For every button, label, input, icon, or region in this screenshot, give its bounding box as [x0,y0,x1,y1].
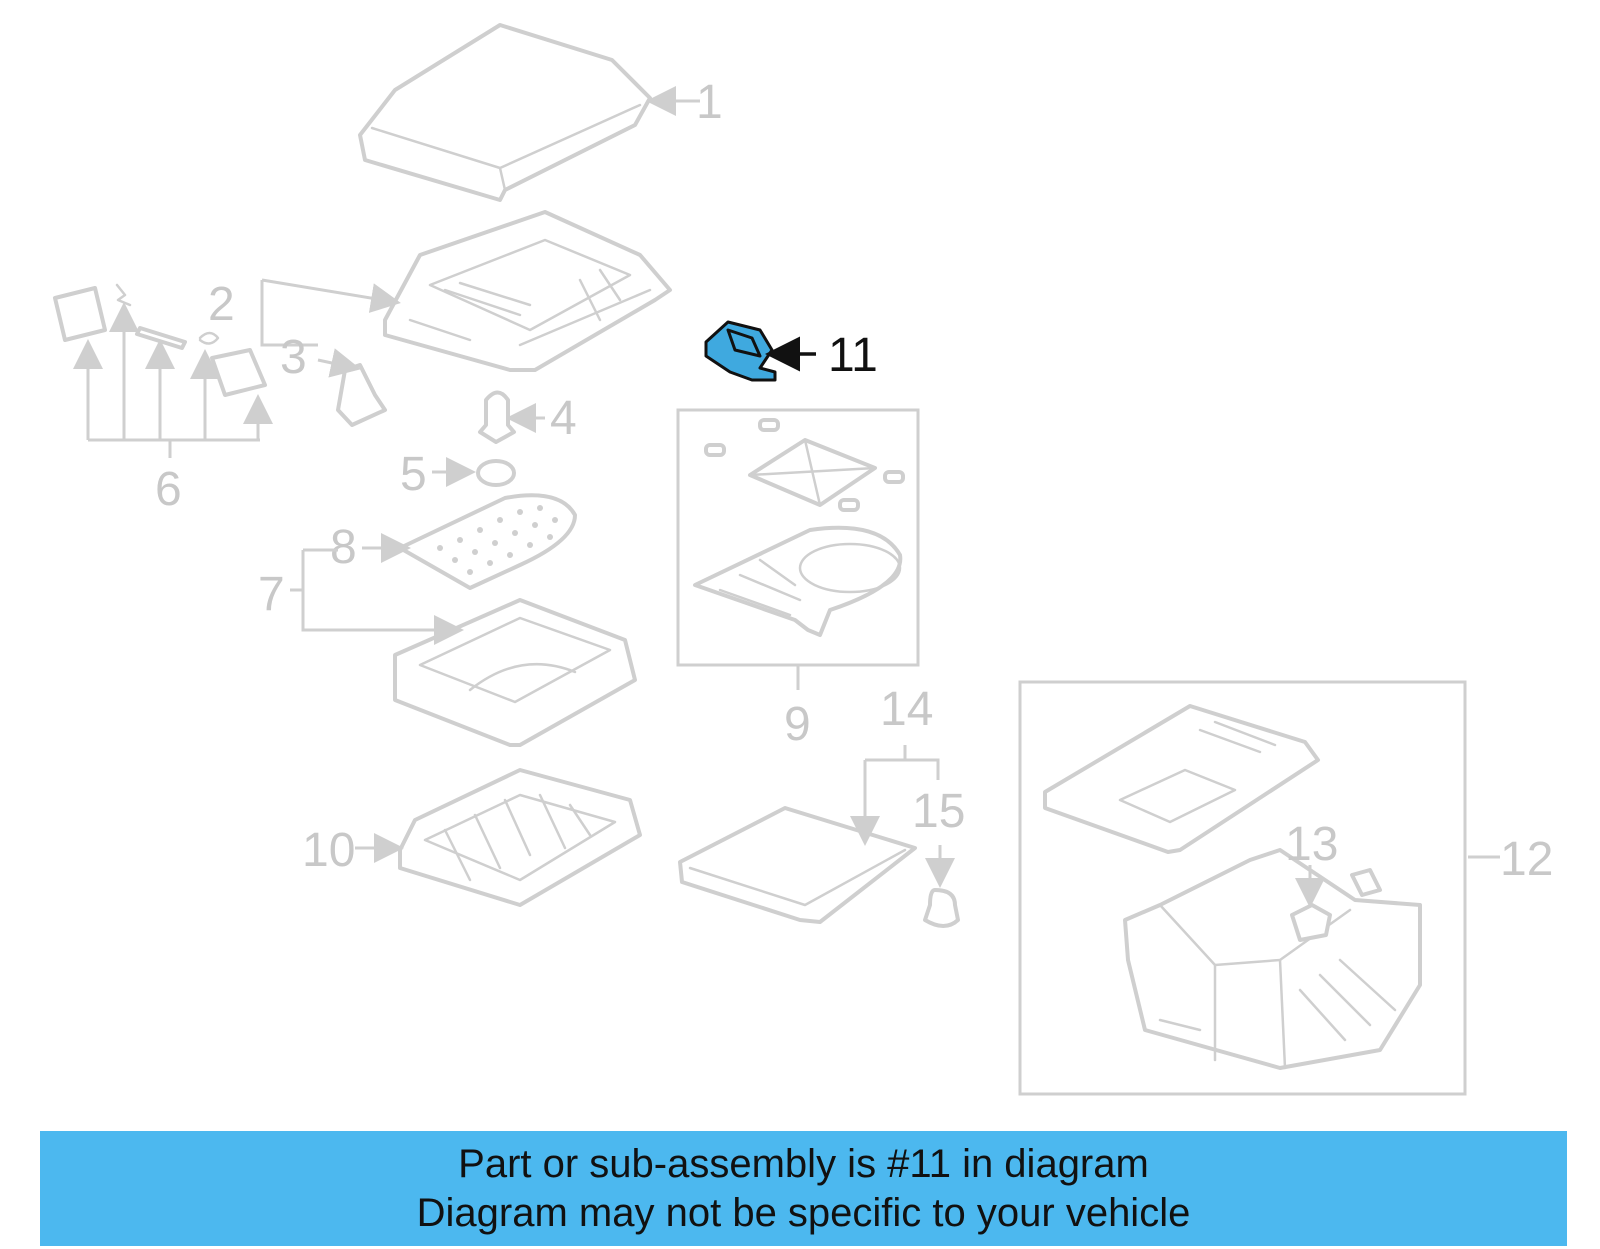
part-8-mat: 8 [330,493,577,590]
callout-7: 7 [258,568,285,621]
callout-2: 2 [208,278,235,331]
part-5-cap: 5 [400,448,516,501]
info-banner: Part or sub-assembly is #11 in diagram D… [40,1131,1567,1246]
callout-3: 3 [280,331,307,384]
part-9-subassembly: 9 [676,408,920,751]
callout-14: 14 [880,683,933,736]
callout-10: 10 [302,824,355,877]
part-7-tray: 7 [258,548,637,747]
callout-11: 11 [828,329,878,382]
callout-1: 1 [696,76,723,129]
part-3-hinge: 3 [280,331,387,427]
part-15-clip: 15 [912,785,965,928]
part-11-highlighted: 11 [704,320,878,382]
part-10-frame: 10 [302,768,642,907]
part-6-fasteners: 6 [53,283,273,516]
part-12-console-box: 12 [1018,680,1553,1096]
callout-4: 4 [550,392,577,445]
callout-9: 9 [784,698,811,751]
part-4-bumper: 4 [478,390,577,445]
callout-15: 15 [912,785,965,838]
part-14-pad: 14 [678,683,940,924]
part-13-insert: 13 [1285,818,1382,942]
callout-5: 5 [400,448,427,501]
part-1-armrest-lid: 1 [358,23,723,202]
callout-12: 12 [1500,833,1553,886]
banner-line-2: Diagram may not be specific to your vehi… [416,1190,1191,1235]
callout-13: 13 [1285,818,1338,871]
callout-8: 8 [330,521,357,574]
banner-line-1: Part or sub-assembly is #11 in diagram [458,1141,1149,1186]
part-2-armrest-base: 2 [208,210,672,372]
callout-6: 6 [155,463,182,516]
